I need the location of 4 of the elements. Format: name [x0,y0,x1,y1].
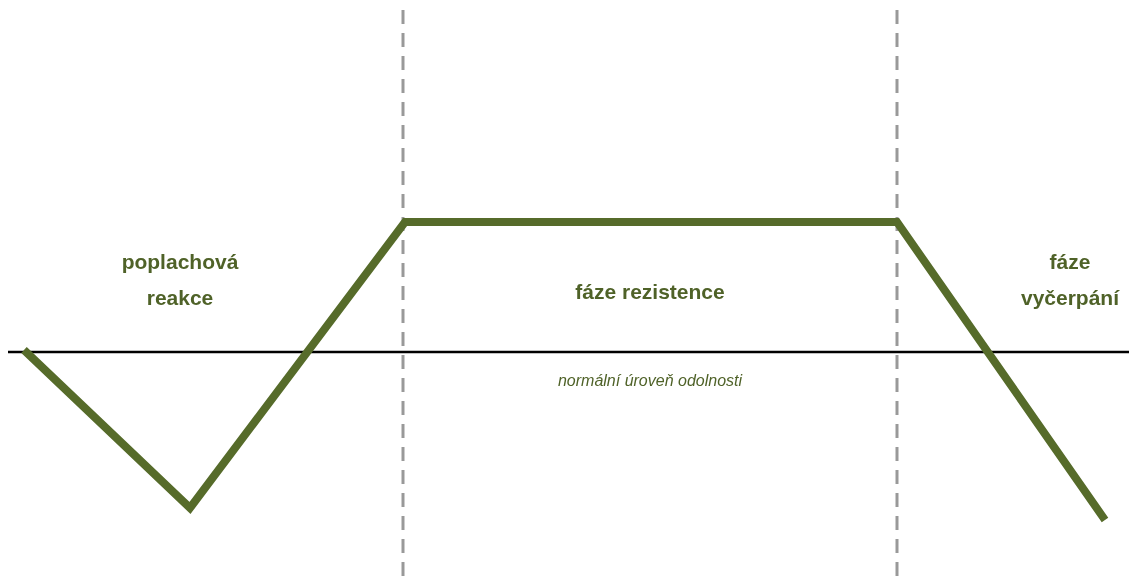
phase-label: fáze rezistence [574,279,726,305]
phase-label: poplachová reakce [120,249,240,311]
phase-label: fáze vyčerpání [1019,249,1121,311]
baseline-label: normální úroveň odolnosti [557,372,743,390]
